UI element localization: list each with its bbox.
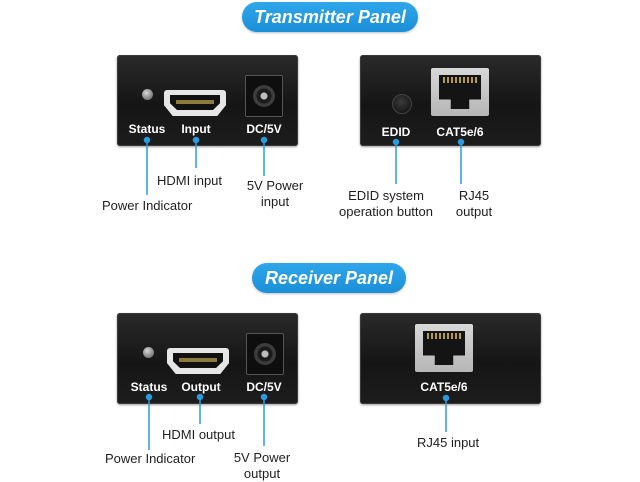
cat-label: CAT5e/6 [420, 380, 468, 394]
rj45-input-callout: RJ45 input [417, 435, 480, 450]
power-output-line2: output [243, 466, 281, 481]
dc-label: DC/5V [246, 380, 282, 394]
hdmi-input-callout: HDMI input [157, 173, 223, 188]
edid-callout-line2: operation button [339, 204, 433, 219]
power-input-line1: 5V Power [246, 178, 304, 193]
dc-jack-icon [246, 333, 284, 375]
hdmi-port-icon [167, 348, 229, 374]
receiver-back-device: CAT5e/6 [360, 313, 541, 404]
edid-callout-line1: EDID system [348, 188, 424, 203]
rj45-port-icon [431, 68, 489, 116]
power-input-callout: 5V Power input [247, 178, 303, 210]
transmitter-front-device: Status Input DC/5V [117, 55, 298, 146]
receiver-panel-title: Receiver Panel [252, 263, 406, 293]
power-output-line1: 5V Power [233, 450, 291, 465]
edid-button-icon [392, 94, 412, 114]
status-led-icon [143, 347, 154, 358]
input-label: Input [181, 122, 211, 136]
rj45-port-icon [415, 324, 473, 372]
edid-button-callout: EDID system operation button [339, 188, 433, 220]
output-label: Output [181, 380, 221, 394]
dc-label: DC/5V [246, 122, 282, 136]
hdmi-port-icon [164, 90, 226, 116]
transmitter-back-device: EDID CAT5e/6 [360, 55, 541, 146]
status-led-icon [142, 89, 153, 100]
hdmi-output-callout: HDMI output [162, 427, 235, 442]
cat-label: CAT5e/6 [436, 125, 484, 139]
power-indicator-callout: Power Indicator [102, 198, 193, 213]
power-input-line2: input [260, 194, 290, 209]
power-output-callout: 5V Power output [234, 450, 290, 482]
rj45-output-line1: RJ45 [458, 188, 490, 203]
status-label: Status [128, 122, 166, 136]
status-label: Status [130, 380, 168, 394]
power-indicator-callout: Power Indicator [105, 451, 196, 466]
transmitter-panel-title: Transmitter Panel [242, 2, 418, 32]
dc-jack-icon [245, 75, 283, 117]
rj45-output-line2: output [455, 204, 493, 219]
rj45-output-callout: RJ45 output [456, 188, 492, 220]
edid-label: EDID [381, 125, 411, 139]
receiver-front-device: Status Output DC/5V [117, 313, 298, 404]
